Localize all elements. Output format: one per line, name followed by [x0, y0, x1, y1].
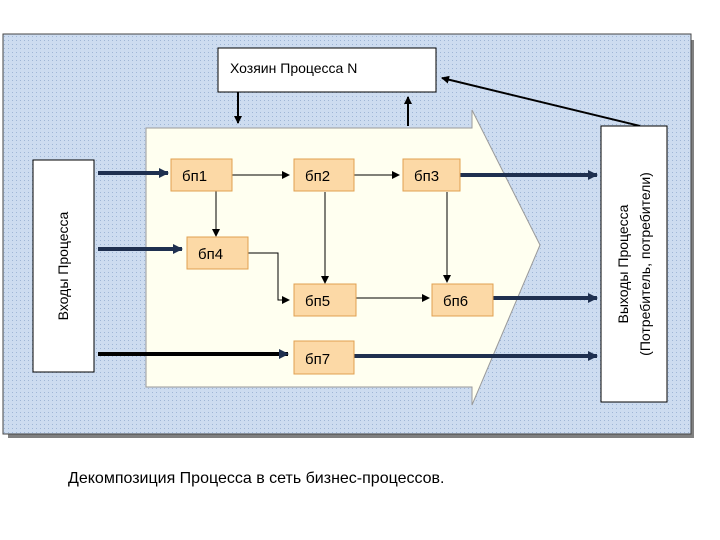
flow-bp4-bp5	[248, 252, 290, 304]
outputs-label-line2: (Потребитель, потребители)	[637, 172, 653, 356]
inputs-box	[32, 159, 95, 373]
feedback-arrow	[441, 75, 641, 127]
outputs-box	[600, 125, 668, 403]
process-box-bp5: бп5	[293, 283, 357, 317]
process-label-bp3: бп3	[414, 168, 439, 185]
process-label-bp1: бп1	[182, 168, 207, 185]
process-box-bp1: бп1	[170, 158, 233, 192]
process-label-bp6: бп6	[443, 293, 468, 310]
process-box-bp2: бп2	[293, 158, 355, 192]
owner-label: Хозяин Процесса N	[230, 60, 357, 76]
process-label-bp2: бп2	[305, 168, 330, 185]
process-box-bp4: бп4	[186, 236, 249, 270]
inputs-label: Входы Процесса	[55, 211, 71, 320]
process-label-bp7: бп7	[305, 351, 330, 368]
process-label-bp5: бп5	[305, 293, 330, 310]
diagram-caption: Декомпозиция Процесса в сеть бизнес-проц…	[68, 470, 445, 487]
process-box-bp7: бп7	[293, 340, 355, 375]
outputs-label-line1: Выходы Процесса	[615, 204, 631, 323]
owner-box	[217, 47, 437, 93]
process-box-bp6: бп6	[431, 283, 494, 317]
process-label-bp4: бп4	[198, 246, 223, 263]
process-box-bp3: бп3	[402, 158, 461, 192]
